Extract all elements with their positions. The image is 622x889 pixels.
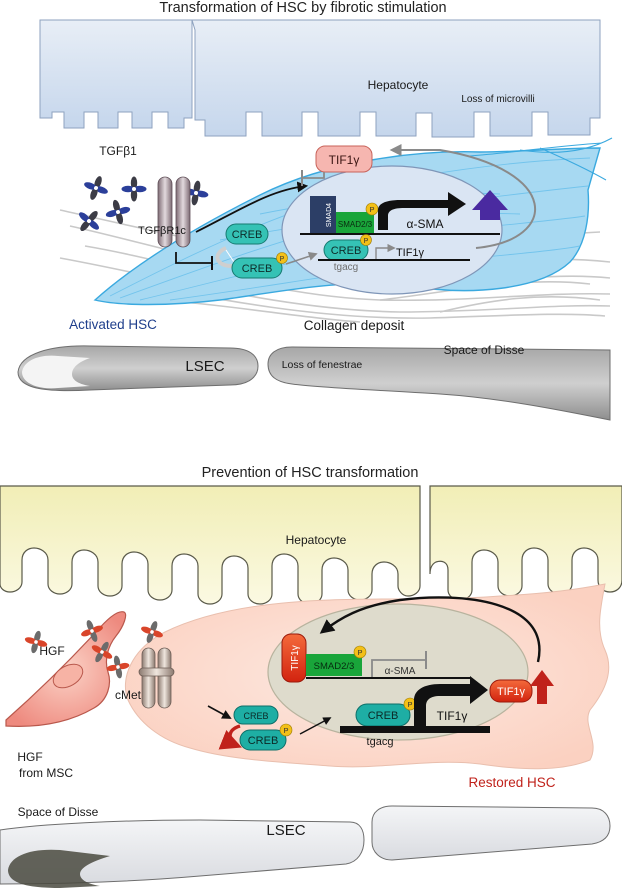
top-hepatocyte-label: Hepatocyte: [368, 78, 429, 92]
top-smad23-label: SMAD2/3: [338, 220, 373, 229]
bottom-tgacg-label: tgacg: [367, 736, 394, 748]
tgfbr1c-receptor: [157, 176, 191, 248]
bottom-smad23-label: SMAD2/3: [314, 661, 355, 672]
hgf-from-msc-line2: from MSC: [19, 766, 73, 780]
receptor-to-smad-arrow: [195, 181, 309, 233]
bottom-creb-nucleus: [340, 697, 490, 733]
top-creb-nucleus-phospho: P: [364, 238, 369, 245]
top-tif1g-protein-label: TIF1γ: [329, 153, 360, 167]
bottom-tif1g-gene-label: TIF1γ: [437, 709, 468, 723]
collagen-deposit-label: Collagen deposit: [304, 318, 405, 333]
tgfbr1c-label: TGFβR1c: [138, 225, 186, 237]
bottom-creb-cytoplasm-1: [233, 705, 279, 725]
top-hepatocyte: [39, 19, 601, 138]
bottom-smad-phospho: P: [357, 648, 362, 657]
bottom-tif1g-right-label: TIF1γ: [497, 686, 526, 698]
top-tif1g-gene-label: TIF1γ: [396, 247, 425, 259]
top-smad-phospho: P: [369, 205, 374, 214]
tif1g-up-arrow: [530, 670, 554, 704]
top-tif1g-transcription-arrow: [375, 243, 396, 259]
top-tif1g-protein: [315, 145, 373, 173]
bottom-space-of-disse-label: Space of Disse: [18, 805, 99, 819]
top-nucleus: [281, 165, 503, 295]
tif1g-nuclear-entry-arrow: [319, 596, 541, 663]
top-smad-complex: [300, 196, 500, 235]
cmet-to-creb-arrow: [207, 705, 232, 719]
bottom-creb-2-phospho: P: [283, 726, 288, 735]
bottom-tif1g-left-label: TIF1γ: [290, 645, 301, 671]
top-creb-nucleus-label: CREB: [331, 245, 362, 257]
alpha-sma-blocked-arrow: [371, 659, 426, 677]
activated-hsc-label: Activated HSC: [69, 317, 157, 332]
bottom-creb-nucleus-label: CREB: [368, 710, 399, 722]
alpha-sma-transcription-arrow: [378, 192, 466, 230]
tif1g-inhibit-line: [302, 172, 325, 179]
top-lsec-label: LSEC: [185, 358, 224, 375]
bottom-hepatocyte-label: Hepatocyte: [286, 533, 347, 547]
receptor-inhibit-creb-line: [175, 252, 212, 264]
top-tgacg-label: tgacg: [334, 262, 358, 273]
tif1g-transcription-arrow: [414, 676, 488, 726]
loss-of-microvilli-label: Loss of microvilli: [461, 94, 534, 105]
top-smad4-label: SMAD4: [326, 203, 333, 227]
hgf-from-msc-line1: HGF: [17, 750, 42, 764]
top-alpha-sma-label: α-SMA: [407, 217, 444, 231]
creb-to-nucleus-arrow-bottom: [299, 717, 332, 735]
restored-hsc-label: Restored HSC: [468, 775, 555, 790]
top-panel-title: Transformation of HSC by fibrotic stimul…: [159, 0, 446, 16]
bottom-tif1g-protein-right: [489, 679, 533, 703]
top-creb-2-label: CREB: [242, 263, 273, 275]
bottom-panel-title: Prevention of HSC transformation: [202, 465, 419, 481]
tif1g-feedback-arrow: [389, 144, 537, 249]
top-creb-2-phospho: P: [280, 256, 285, 263]
bottom-lsec: [0, 805, 611, 888]
top-creb-1-label: CREB: [232, 229, 263, 241]
loss-of-fenestrae-label: Loss of fenestrae: [282, 359, 363, 371]
top-space-of-disse-label: Space of Disse: [444, 343, 525, 357]
bottom-creb-2-label: CREB: [248, 735, 279, 747]
bottom-creb-nucleus-phospho: P: [407, 700, 412, 709]
creb-activation-red-arrow: [218, 724, 242, 750]
bottom-hepatocyte: [0, 485, 622, 605]
bottom-alpha-sma-label: α-SMA: [385, 666, 416, 677]
top-creb-cytoplasm-2: [231, 252, 288, 279]
bottom-creb-1-label: CREB: [243, 711, 268, 721]
creb-to-nucleus-arrow: [285, 252, 318, 265]
cmet-receptor: [138, 647, 175, 709]
creb-phosphorylation-arrow: [215, 246, 233, 268]
bottom-creb-cytoplasm-2: [239, 723, 293, 751]
cmet-label: cMet: [115, 688, 142, 702]
top-creb-nucleus: [318, 234, 470, 261]
bottom-nucleus: [267, 603, 529, 741]
bottom-smad-complex: [306, 645, 470, 679]
alpha-sma-up-arrow: [472, 190, 508, 220]
tgfb1-label: TGFβ1: [99, 144, 137, 158]
top-lsec: [17, 345, 611, 421]
top-creb-cytoplasm-1: [225, 223, 269, 245]
hgf-label: HGF: [39, 644, 64, 658]
bottom-lsec-label: LSEC: [266, 822, 305, 839]
